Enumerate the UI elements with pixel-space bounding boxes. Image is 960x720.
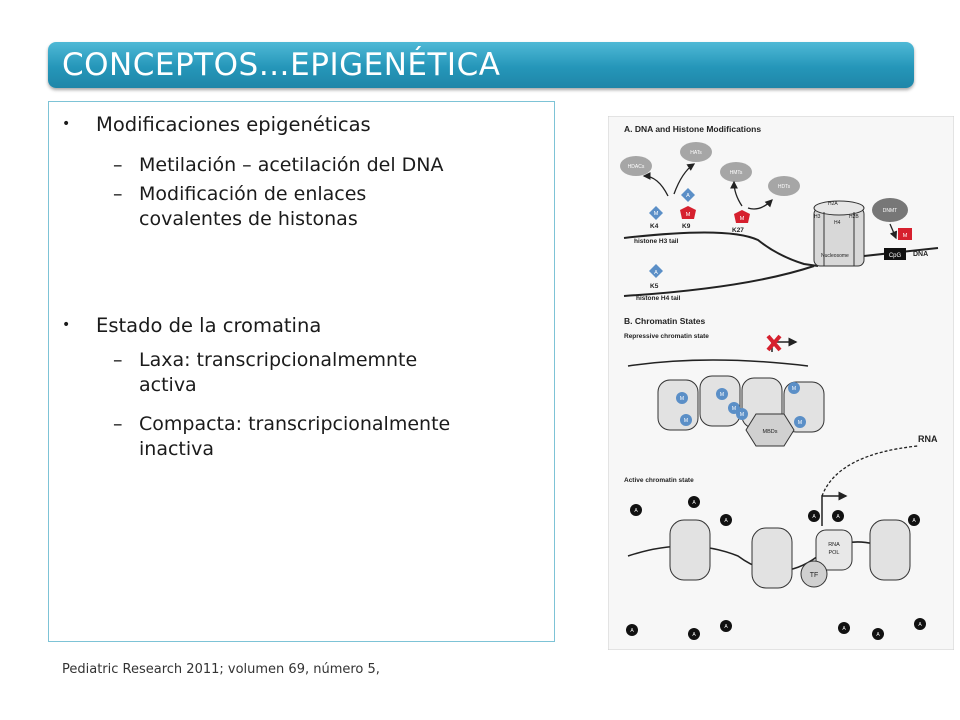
svg-text:M: M — [740, 216, 745, 222]
sub-bullet-lax-cont: activa — [139, 374, 197, 396]
svg-text:M: M — [903, 233, 908, 239]
arrow-hdts — [747, 199, 773, 210]
svg-text:M: M — [654, 211, 659, 217]
svg-text:HMTs: HMTs — [730, 170, 743, 176]
svg-text:DNMT: DNMT — [883, 208, 897, 214]
arrow-hmts — [730, 180, 743, 207]
svg-text:A: A — [724, 624, 728, 630]
rna-label: RNA — [918, 434, 938, 444]
svg-text:K4: K4 — [650, 223, 659, 230]
svg-text:POL: POL — [828, 550, 839, 556]
svg-text:HATs: HATs — [690, 150, 702, 156]
svg-text:histone H3 tail: histone H3 tail — [634, 238, 679, 245]
svg-text:MBDs: MBDs — [763, 429, 778, 435]
bullet-dot-icon: • — [62, 116, 71, 132]
acetyl-mark — [649, 206, 663, 220]
rna-dashed-line — [821, 445, 919, 497]
svg-text:M: M — [792, 386, 796, 392]
enzyme-hats — [680, 142, 712, 162]
transcription-arrow — [821, 491, 848, 526]
svg-text:RNA: RNA — [828, 542, 840, 548]
svg-text:A: A — [634, 508, 638, 514]
sub-bullet-covalent-cont: covalentes de histonas — [139, 208, 358, 230]
enzyme-hdacs — [620, 156, 652, 176]
svg-text:K5: K5 — [650, 283, 659, 290]
svg-text:K9: K9 — [682, 223, 691, 230]
svg-text:M: M — [680, 396, 684, 402]
repressive-label: Repressive chromatin state — [624, 333, 709, 340]
svg-text:M: M — [732, 406, 736, 412]
svg-text:H4: H4 — [834, 220, 841, 226]
svg-text:A: A — [912, 518, 916, 524]
enzyme-hdts — [768, 176, 800, 196]
svg-text:M: M — [684, 418, 688, 424]
sub-bullet-covalent: – Modificación de enlaces — [113, 183, 367, 205]
arrow-hdacs — [642, 172, 669, 197]
methyl-mark — [734, 210, 750, 223]
h4-tail-line — [623, 265, 815, 297]
acetyl-mark — [649, 264, 663, 278]
sub-bullet-compact-cont: inactiva — [139, 438, 215, 460]
arrow-hats — [673, 163, 696, 195]
methyl-mark — [680, 206, 696, 219]
title-bar: CONCEPTOS…EPIGENÉTICA — [48, 42, 914, 88]
enzyme-dnmt — [872, 198, 908, 222]
bullet-chromatin-state: • Estado de la cromatina — [62, 314, 322, 337]
epigenetics-figure: A. DNA and Histone Modifications HDACs H… — [607, 115, 955, 651]
svg-text:M: M — [798, 420, 802, 426]
svg-text:A: A — [630, 628, 634, 634]
enzyme-hmts — [720, 162, 752, 182]
svg-text:Nucleosome: Nucleosome — [821, 253, 849, 259]
h3-tail-line — [623, 231, 819, 267]
sub-bullet-lax: – Laxa: transcripcionalmemnte — [113, 349, 418, 371]
blocked-x-icon — [766, 334, 782, 352]
acetyl-mark — [681, 188, 695, 202]
svg-text:H3: H3 — [814, 214, 821, 220]
svg-text:A: A — [654, 270, 658, 276]
svg-text:A: A — [918, 622, 922, 628]
active-nucleosomes: RNA POL TF A A A A A A A A A A A A — [626, 496, 926, 640]
slide-title: CONCEPTOS…EPIGENÉTICA — [62, 47, 501, 83]
svg-text:A: A — [686, 193, 690, 199]
svg-text:CpG: CpG — [889, 253, 902, 259]
svg-text:A: A — [812, 514, 816, 520]
svg-text:A: A — [724, 518, 728, 524]
svg-text:TF: TF — [810, 572, 819, 579]
svg-text:A: A — [842, 626, 846, 632]
svg-text:HDTs: HDTs — [778, 184, 791, 190]
active-label: Active chromatin state — [624, 477, 694, 484]
svg-text:M: M — [720, 392, 724, 398]
sub-bullet-methylation: – Metilación – acetilación del DNA — [113, 154, 444, 176]
figure-svg: A. DNA and Histone Modifications HDACs H… — [607, 115, 955, 651]
panel-b-title: B. Chromatin States — [624, 316, 706, 326]
methyl-mark — [898, 228, 912, 240]
svg-text:K27: K27 — [732, 227, 744, 234]
repressive-nucleosomes: MBDs M M M M M M M — [627, 359, 825, 447]
svg-text:H2A: H2A — [828, 201, 838, 207]
cpg-box — [884, 248, 906, 260]
svg-text:M: M — [686, 212, 691, 218]
svg-text:A: A — [692, 632, 696, 638]
svg-text:A: A — [836, 514, 840, 520]
content-box — [48, 101, 555, 642]
citation: Pediatric Research 2011; volumen 69, núm… — [62, 662, 380, 677]
sub-bullet-compact: – Compacta: transcripcionalmente — [113, 413, 451, 435]
svg-text:M: M — [740, 412, 744, 418]
panel-a-title: A. DNA and Histone Modifications — [624, 124, 761, 134]
svg-text:histone H4 tail: histone H4 tail — [636, 295, 681, 302]
bullet-epigenetic-modifications: • Modificaciones epigenéticas — [62, 113, 371, 136]
svg-text:A: A — [692, 500, 696, 506]
bullet-dot-icon: • — [62, 317, 71, 333]
svg-text:H2B: H2B — [849, 214, 859, 220]
svg-text:HDACs: HDACs — [628, 164, 645, 170]
svg-text:A: A — [876, 632, 880, 638]
svg-text:DNA: DNA — [913, 251, 928, 258]
